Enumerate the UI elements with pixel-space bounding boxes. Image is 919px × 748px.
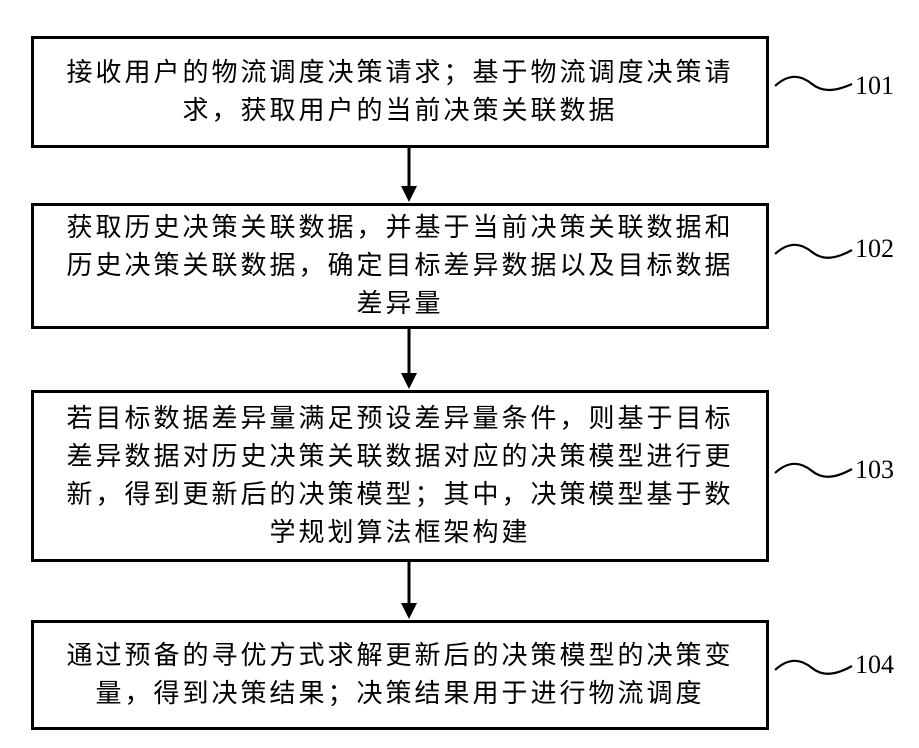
step-label-104: 104 — [855, 650, 894, 680]
step-label-101: 101 — [855, 71, 894, 101]
step-text-104: 通过预备的寻优方式求解更新后的决策模型的决策变量，得到决策结果；决策结果用于进行… — [55, 637, 745, 713]
arrow-101-102 — [401, 148, 417, 202]
step-box-104: 通过预备的寻优方式求解更新后的决策模型的决策变量，得到决策结果；决策结果用于进行… — [31, 620, 769, 730]
step-box-103: 若目标数据差异量满足预设差异量条件，则基于目标差异数据对历史决策关联数据对应的决… — [31, 390, 769, 562]
leader-line-104 — [775, 661, 852, 674]
step-label-102: 102 — [855, 234, 894, 264]
arrow-103-104 — [401, 562, 417, 619]
step-text-102: 获取历史决策关联数据，并基于当前决策关联数据和历史决策关联数据，确定目标差异数据… — [55, 209, 745, 323]
step-box-102: 获取历史决策关联数据，并基于当前决策关联数据和历史决策关联数据，确定目标差异数据… — [31, 203, 769, 329]
leader-line-102 — [775, 245, 852, 258]
leader-line-101 — [775, 77, 852, 90]
step-box-101: 接收用户的物流调度决策请求；基于物流调度决策请求，获取用户的当前决策关联数据 — [31, 36, 769, 148]
step-label-103: 103 — [855, 455, 894, 485]
step-text-103: 若目标数据差异量满足预设差异量条件，则基于目标差异数据对历史决策关联数据对应的决… — [55, 400, 745, 552]
leader-line-103 — [775, 464, 852, 477]
arrow-102-103 — [401, 329, 417, 389]
step-text-101: 接收用户的物流调度决策请求；基于物流调度决策请求，获取用户的当前决策关联数据 — [55, 54, 745, 130]
